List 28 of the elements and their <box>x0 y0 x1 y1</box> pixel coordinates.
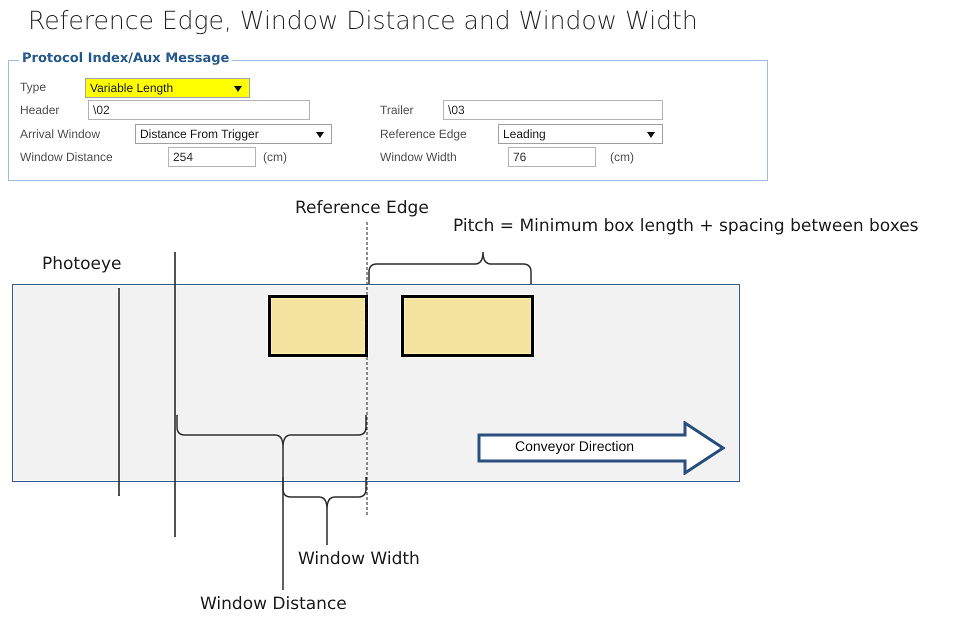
diagram-label: Pitch = Minimum box length + spacing between boxes <box>453 216 919 236</box>
field-label: Header <box>20 103 60 117</box>
diagram-label: Reference Edge <box>295 198 429 218</box>
field-label: Trailer <box>380 103 414 117</box>
input-field: \02 <box>88 100 310 120</box>
arrow-label: Conveyor Direction <box>515 438 634 454</box>
direction-arrow <box>477 421 725 475</box>
panel-heading: Protocol Index/Aux Message <box>19 51 232 66</box>
diagram-label: Photoeye <box>42 254 122 274</box>
carton <box>268 295 368 357</box>
diagram-label: Window Distance <box>200 594 347 614</box>
diagram-label: Window Width <box>298 549 420 569</box>
field-label: Window Width <box>380 150 457 164</box>
field-label: (cm) <box>610 150 634 164</box>
dropdown: Leading <box>498 124 663 144</box>
field-label: Type <box>20 80 46 94</box>
dropdown: Variable Length <box>85 78 250 98</box>
title: Reference Edge, Window Distance and Window Width <box>28 6 698 35</box>
input-field: \03 <box>443 100 663 120</box>
field-label: Arrival Window <box>20 127 100 141</box>
input-field: 76 <box>508 147 596 167</box>
carton <box>401 295 534 357</box>
input-field: 254 <box>168 147 256 167</box>
field-label: Window Distance <box>20 150 113 164</box>
field-label: Reference Edge <box>380 127 467 141</box>
field-label: (cm) <box>263 150 287 164</box>
dropdown: Distance From Trigger <box>135 124 332 144</box>
conveyor-belt <box>12 284 740 482</box>
